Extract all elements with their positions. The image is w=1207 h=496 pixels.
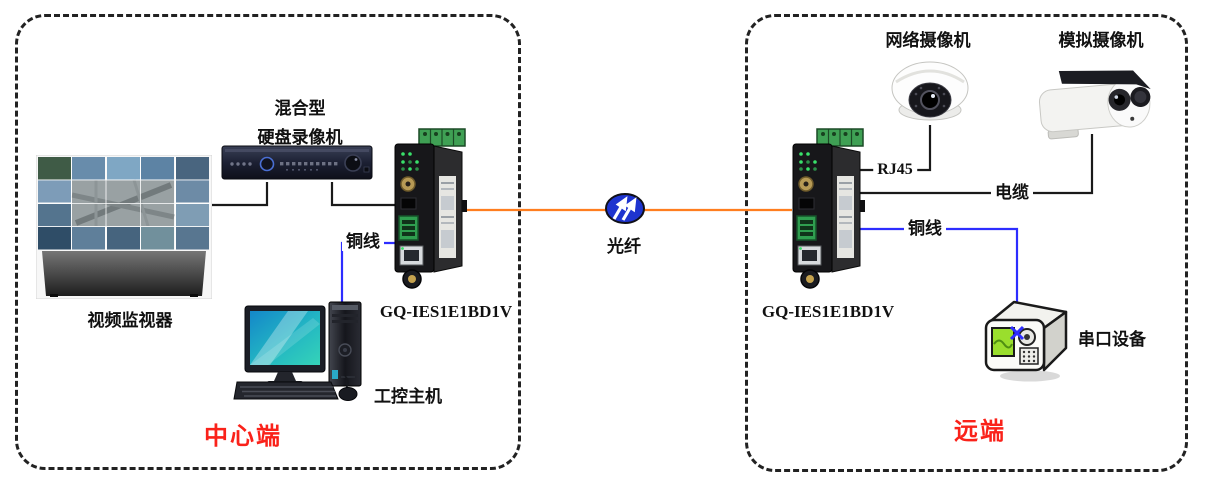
dvr-label-line1: 混合型: [274, 99, 326, 118]
converter-label-center: GQ-IES1E1BD1V: [379, 302, 513, 321]
copper-label-center: 铜线: [342, 233, 384, 251]
remote-zone-border: [745, 14, 1188, 472]
rj45-label: RJ45: [873, 161, 917, 179]
media-converter-center-icon: [392, 124, 468, 294]
analog-camera-label: 模拟摄像机: [1058, 31, 1144, 50]
serial-device-label: 串口设备: [1078, 330, 1146, 349]
converter-label-remote: GQ-IES1E1BD1V: [761, 302, 895, 321]
ip-camera-label: 网络摄像机: [885, 31, 971, 50]
video-wall-label: 视频监视器: [87, 311, 173, 330]
center-zone-label: 中心端: [204, 424, 282, 450]
cable-label: 电缆: [991, 184, 1033, 202]
dvr-label-line2: 硬盘录像机: [257, 128, 343, 147]
dvr-icon: [221, 145, 373, 180]
port-x-marker: [1009, 325, 1025, 341]
fiber-label: 光纤: [607, 237, 641, 256]
fiber-optic-icon: [605, 193, 645, 224]
center-zone-border: [15, 14, 521, 470]
remote-zone-label: 远端: [954, 419, 1006, 445]
workstation-icon: [233, 301, 362, 401]
workstation-label: 工控主机: [374, 387, 442, 406]
bullet-camera-icon: [1038, 70, 1151, 140]
serial-device-icon: [984, 300, 1068, 382]
dvr-label: 混合型 硬盘录像机: [258, 94, 343, 152]
media-converter-remote-icon: [790, 124, 866, 294]
copper-label-remote: 铜线: [904, 220, 946, 238]
video-wall-icon: [36, 155, 212, 299]
dome-camera-icon: [891, 61, 969, 121]
